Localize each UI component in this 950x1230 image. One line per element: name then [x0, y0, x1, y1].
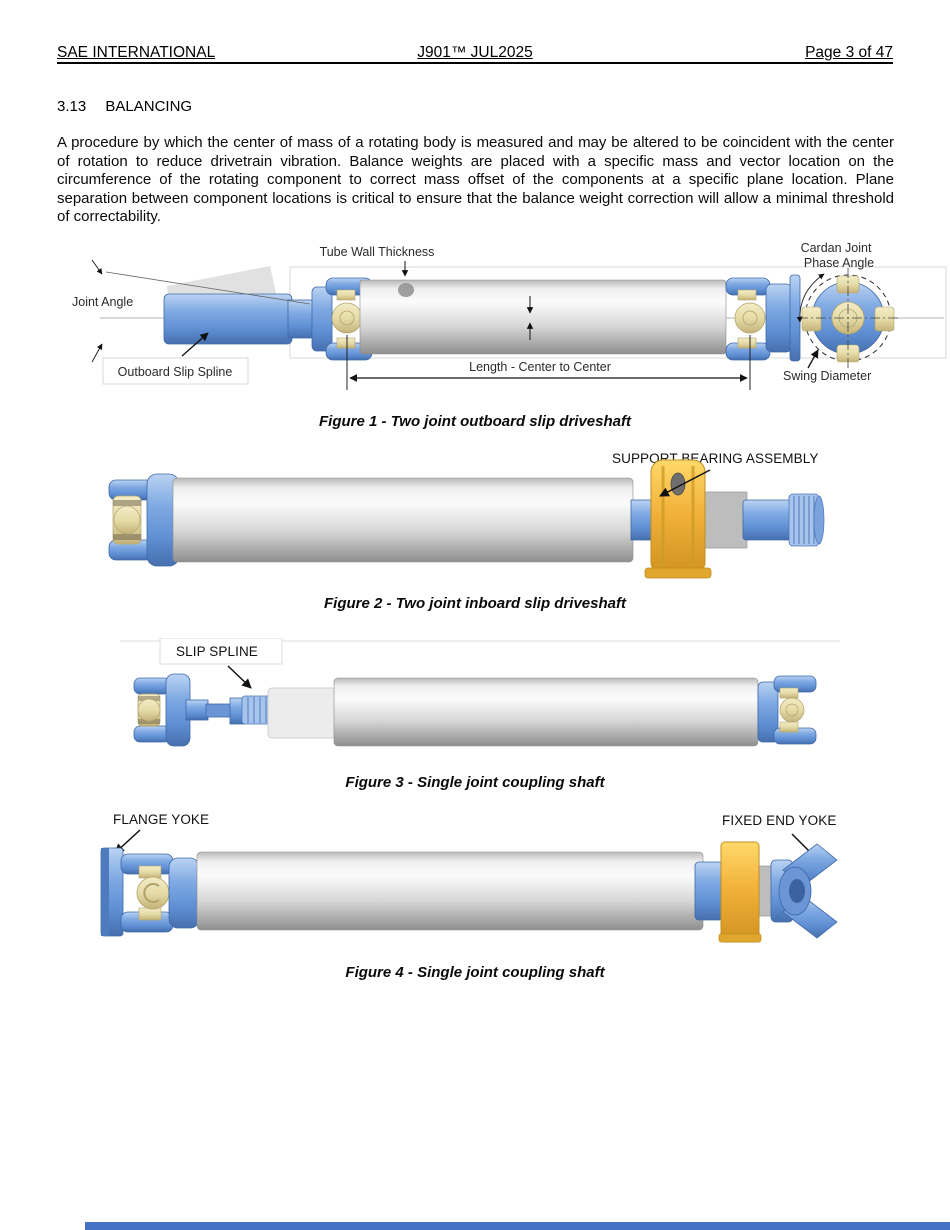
figure-2-caption: Figure 2 - Two joint inboard slip drives… [324, 595, 626, 612]
left-yoke-u-joint [133, 673, 191, 747]
label-slip-spline: SLIP SPLINE [176, 644, 258, 659]
section-number: 3.13 [57, 98, 87, 115]
slip-spline-shaft [185, 695, 273, 725]
bottom-accent-bar [85, 1222, 950, 1230]
right-yoke-u-joint [757, 675, 817, 745]
figure-4-illustration [100, 829, 838, 943]
support-bearing-arrow [659, 469, 711, 497]
svg-text:Outboard Slip Spline: Outboard Slip Spline [118, 365, 233, 379]
figure-4-caption: Figure 4 - Single joint coupling shaft [345, 964, 605, 981]
figure-3-caption: Figure 3 - Single joint coupling shaft [345, 774, 605, 791]
svg-text:Length - Center to Center: Length - Center to Center [469, 360, 611, 374]
label-outboard-slip-spline: Outboard Slip Spline [118, 332, 233, 379]
flange-yoke [100, 847, 200, 937]
header-publisher: SAE INTERNATIONAL [57, 44, 216, 61]
outboard-slip-spline [163, 293, 315, 345]
label-cardan-phase-angle: Cardan Joint Phase Angle [796, 241, 874, 323]
fixed-end-yoke [770, 843, 838, 939]
label-flange-yoke: FLANGE YOKE [113, 812, 210, 827]
figure-3-illustration [120, 638, 840, 747]
svg-text:Phase Angle: Phase Angle [804, 256, 874, 270]
dimension-tube-wall: Tube Wall Thickness [320, 245, 534, 340]
slip-spline-arrow [227, 665, 252, 689]
svg-text:Cardan Joint: Cardan Joint [801, 241, 872, 255]
svg-text:Swing Diameter: Swing Diameter [783, 369, 871, 383]
yellow-collar [694, 841, 774, 943]
header-page-number: Page 3 of 47 [805, 44, 893, 61]
definition-paragraph: A procedure by which the center of mass … [57, 134, 894, 226]
drive-tube [359, 279, 727, 355]
slip-spline-label-box [159, 638, 283, 665]
dimension-length-center-to-center: Length - Center to Center [346, 335, 751, 390]
section-heading: 3.13 BALANCING [57, 98, 192, 115]
right-yoke-u-joint [725, 274, 801, 362]
section-title: BALANCING [105, 98, 193, 115]
outboard-label-box [102, 357, 249, 385]
figure-2-illustration [108, 459, 825, 579]
splined-shaft [742, 493, 825, 547]
dimension-joint-angle: Joint Angle [72, 259, 311, 363]
label-swing-diameter: Swing Diameter [783, 349, 871, 383]
drive-tube [267, 677, 759, 747]
figure-1-caption: Figure 1 - Two joint outboard slip drive… [319, 413, 631, 430]
drive-tube [196, 851, 704, 931]
header-document-id: J901™ JUL2025 [417, 44, 533, 61]
svg-text:Tube Wall Thickness: Tube Wall Thickness [320, 245, 435, 259]
label-fixed-end-yoke: FIXED END YOKE [722, 813, 837, 828]
figure-1-illustration: Tube Wall Thickness Joint Angle Outboard… [72, 241, 947, 390]
support-bearing-bracket [644, 459, 748, 579]
header-divider [57, 62, 893, 64]
svg-text:Joint Angle: Joint Angle [72, 295, 133, 309]
drive-tube [172, 477, 634, 563]
left-yoke-u-joint [108, 473, 180, 567]
cardan-joint-end-view [798, 268, 898, 368]
